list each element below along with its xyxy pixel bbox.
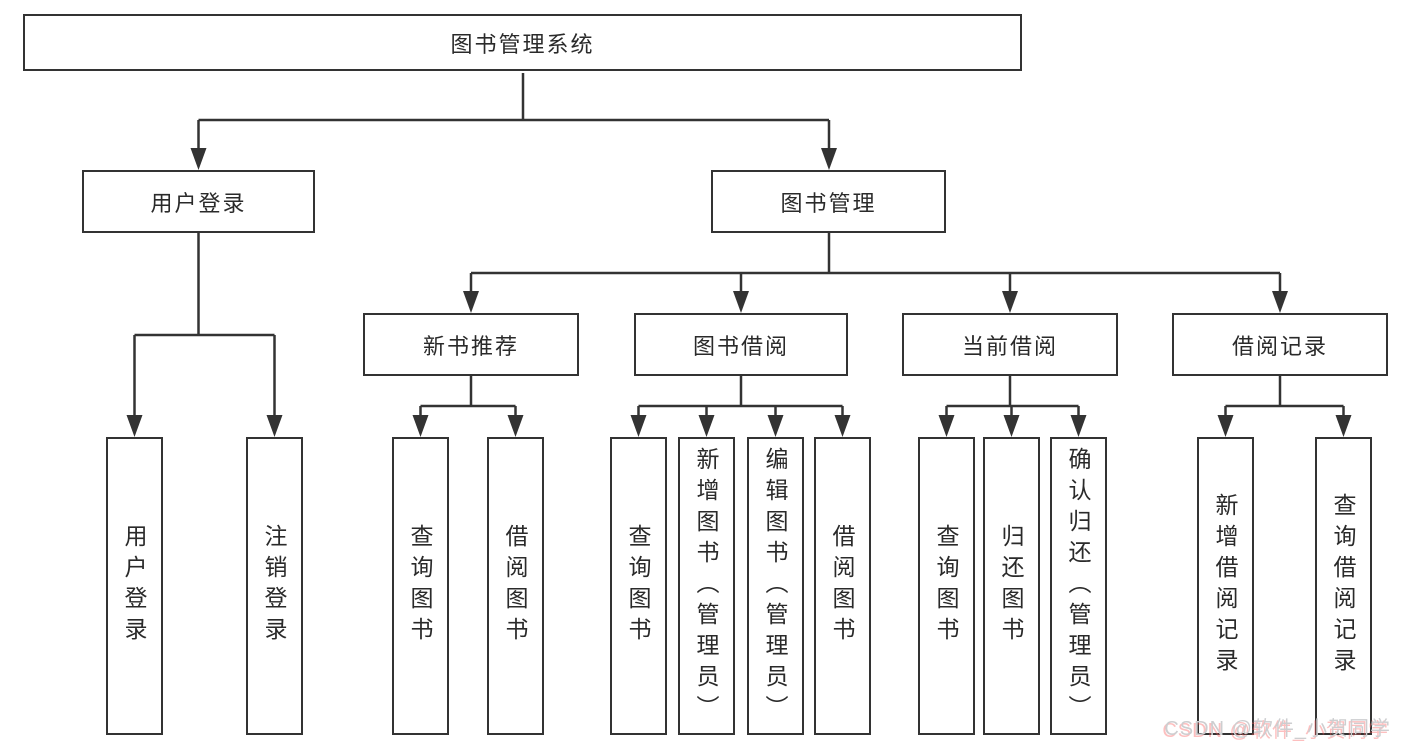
- leaf-bb-add-books-admin: 新增图书（管理员）: [678, 437, 735, 735]
- leaf-bb-edit-books-admin: 编辑图书（管理员）: [747, 437, 804, 735]
- leaf-user-login: 用户登录: [106, 437, 163, 735]
- node-user-login: 用户登录: [82, 170, 315, 233]
- csdn-watermark: CSDN @软件_小贺同学: [1164, 718, 1391, 740]
- leaf-logout-login: 注销登录: [246, 437, 303, 735]
- node-library-system: 图书管理系统: [23, 14, 1022, 71]
- leaf-bb-borrow-books: 借阅图书: [814, 437, 871, 735]
- leaf-bb-query-books: 查询图书: [610, 437, 667, 735]
- node-book-management: 图书管理: [711, 170, 946, 233]
- node-new-book-recommend: 新书推荐: [363, 313, 579, 376]
- leaf-cb-return-books: 归还图书: [983, 437, 1040, 735]
- leaf-nbr-borrow-books: 借阅图书: [487, 437, 544, 735]
- node-current-borrowing: 当前借阅: [902, 313, 1118, 376]
- leaf-br-query-record: 查询借阅记录: [1315, 437, 1372, 735]
- leaf-cb-confirm-return-admin: 确认归还（管理员）: [1050, 437, 1107, 735]
- leaf-cb-query-books: 查询图书: [918, 437, 975, 735]
- node-book-borrowing: 图书借阅: [634, 313, 848, 376]
- node-borrowing-records: 借阅记录: [1172, 313, 1388, 376]
- leaf-nbr-query-books: 查询图书: [392, 437, 449, 735]
- leaf-br-add-record: 新增借阅记录: [1197, 437, 1254, 735]
